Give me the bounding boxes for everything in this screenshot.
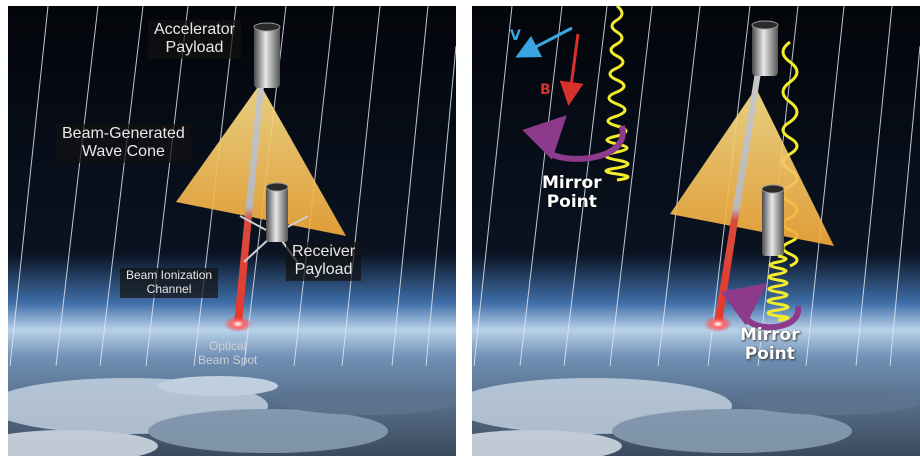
electron-beam [234,64,266,324]
left-panel: Accelerator Payload Beam-Generated Wave … [8,6,456,456]
electron-beam [714,66,762,324]
accelerator-payload-label: Accelerator Payload [148,20,241,59]
wave-cone [670,88,834,246]
whistler-wave-upper [604,6,630,182]
earth-clouds [472,378,920,456]
wave-cone [176,84,346,236]
mirror-arrow-upper [522,115,626,162]
optical-beam-spot-label: Optical Beam Spot [198,339,258,367]
velocity-label: V [510,28,521,44]
right-panel: V B Mirror Point Mirror Point [472,6,920,456]
receiver-payload [761,184,785,256]
wave-cone-label: Beam-Generated Wave Cone [56,124,191,163]
optical-beam-spot [704,316,732,332]
left-scene [8,6,456,456]
mirror-point-upper-label: Mirror Point [542,173,602,212]
magnetic-field-lines [473,6,920,367]
field-label: B [540,82,551,98]
mirror-point-lower-label: Mirror Point [740,325,800,364]
beam-ionization-label: Beam Ionization Channel [120,268,219,298]
mirror-arrow-lower [720,283,802,331]
earth-clouds [8,376,456,456]
receiver-payload [239,182,309,267]
field-vector [559,33,584,106]
whistler-wave-lower [766,254,790,322]
accelerator-payload [253,22,281,88]
optical-beam-spot [224,316,252,332]
right-scene [472,6,920,456]
receiver-payload-label: Receiver Payload [286,242,362,281]
velocity-vector [515,26,573,58]
accelerator-payload [751,20,779,76]
